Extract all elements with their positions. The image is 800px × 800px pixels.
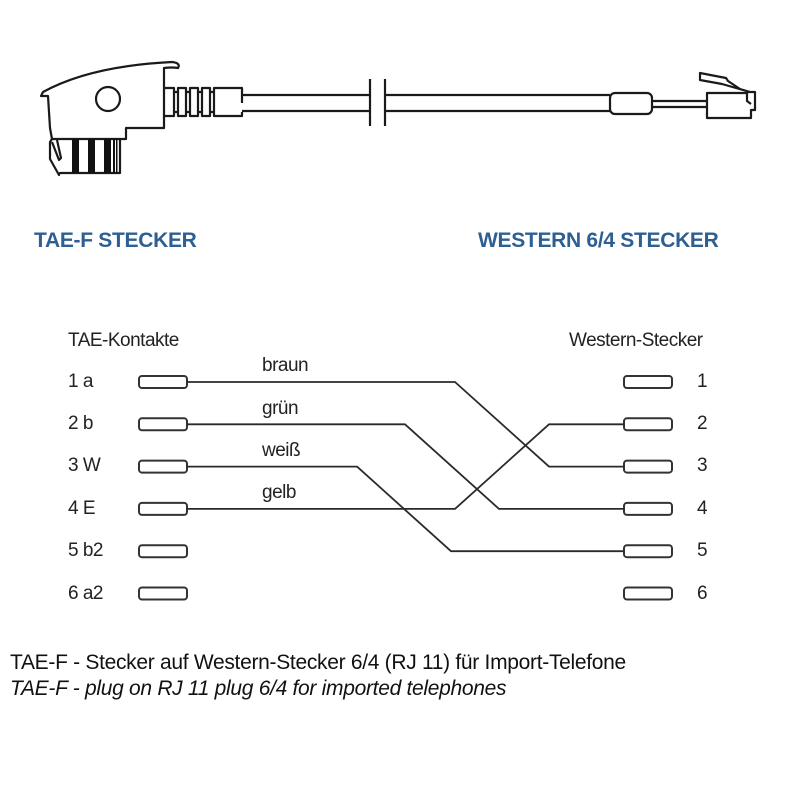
- western-pin-label: 5: [697, 540, 708, 561]
- tae-plug-hole: [94, 85, 122, 113]
- wire-color-label: gelb: [262, 482, 296, 503]
- tae-contact-label: 1 a: [68, 371, 93, 392]
- cable-break-mark: [368, 79, 387, 126]
- cable-ferrule: [608, 91, 654, 116]
- western-pin-box: [623, 544, 673, 559]
- caption-english: TAE-F - plug on RJ 11 plug 6/4 for impor…: [10, 677, 507, 700]
- western-pin-label: 1: [697, 371, 708, 392]
- western-pin-box: [623, 375, 673, 389]
- tae-contact-label: 3 W: [68, 455, 101, 476]
- wire-gelb: [187, 423, 624, 510]
- western-pin-box: [623, 459, 673, 474]
- wire-color-label: grün: [262, 398, 299, 419]
- cable-illustration: [39, 60, 757, 177]
- cable-left: [242, 93, 370, 113]
- western-pin-box: [623, 417, 673, 432]
- wire-color-label: weiß: [262, 440, 301, 461]
- tae-contact-box: [138, 544, 188, 559]
- western-pin-label: 2: [697, 413, 708, 434]
- wire-grün: [187, 423, 624, 510]
- tae-contact-label: 6 a2: [68, 583, 103, 604]
- tae-contact-label: 5 b2: [68, 540, 103, 561]
- western-pin-label: 6: [697, 583, 708, 604]
- tae-plug-label: TAE-F STECKER: [34, 229, 197, 252]
- western-pin-label: 3: [697, 455, 708, 476]
- caption-german: TAE-F - Stecker auf Western-Stecker 6/4 …: [10, 651, 626, 674]
- tae-plug-body: [39, 60, 180, 141]
- wire-braun: [187, 381, 624, 468]
- tae-contact-label: 4 E: [68, 498, 96, 519]
- western-pin-box: [623, 501, 673, 516]
- tae-contact-box: [138, 586, 188, 601]
- wire-color-label: braun: [262, 355, 309, 376]
- tae-contact-box: [138, 459, 188, 474]
- rj11-plug-body: [705, 90, 757, 120]
- tae-contact-box: [138, 501, 188, 516]
- western-plug-header: Western-Stecker: [569, 330, 703, 351]
- cable-right: [385, 93, 610, 113]
- western-pin-box: [623, 586, 673, 601]
- western-pin-label: 4: [697, 498, 708, 519]
- western-plug-label: WESTERN 6/4 STECKER: [478, 229, 719, 252]
- tae-contacts-header: TAE-Kontakte: [68, 330, 179, 351]
- rj11-plug-latch: [698, 71, 752, 94]
- tae-contact-label: 2 b: [68, 413, 93, 434]
- tae-contact-box: [138, 375, 188, 389]
- tae-contact-box: [138, 417, 188, 432]
